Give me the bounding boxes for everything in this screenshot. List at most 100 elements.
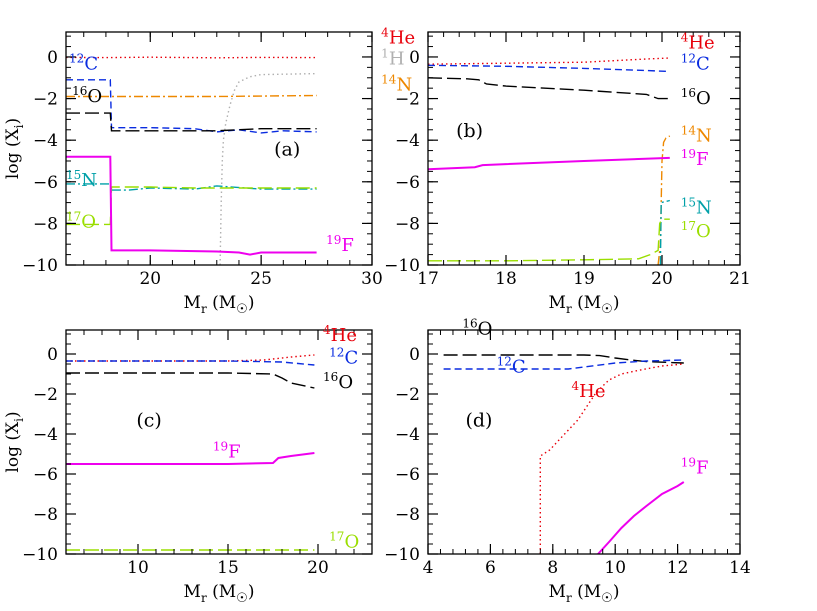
series-label-17O: 17O xyxy=(66,210,96,233)
y-tick-label: −8 xyxy=(395,505,420,525)
y-tick-label: −6 xyxy=(33,173,58,193)
series-label-4He: 4He xyxy=(681,30,715,53)
plot-frame xyxy=(65,329,373,555)
series-line-1H xyxy=(219,72,317,265)
y-tick-label: −10 xyxy=(22,256,58,276)
series-line-4He xyxy=(66,354,315,362)
series-label-17O: 17O xyxy=(329,529,359,552)
y-tick-label: −2 xyxy=(33,385,58,405)
series-line-16O xyxy=(443,354,684,364)
y-tick-label: −10 xyxy=(384,545,420,565)
y-tick-label: −4 xyxy=(395,131,420,151)
x-tick-label: 17 xyxy=(417,269,439,289)
x-tick-label: 8 xyxy=(547,558,558,578)
series-line-12C xyxy=(66,79,317,134)
series-line-4He xyxy=(428,57,670,65)
x-tick-label: 4 xyxy=(423,558,434,578)
series-line-19F xyxy=(428,156,670,171)
y-tick-label: −2 xyxy=(395,385,420,405)
series-label-19F: 19F xyxy=(681,455,709,478)
series-line-12C xyxy=(428,64,670,73)
series-label-19F: 19F xyxy=(213,440,241,463)
series-label-15N: 15N xyxy=(66,168,97,191)
x-tick-label: 20 xyxy=(139,269,161,289)
x-tick-label: 30 xyxy=(361,269,383,289)
x-tick-label: 6 xyxy=(485,558,496,578)
x-tick-label: 10 xyxy=(127,558,149,578)
series-line-4He xyxy=(539,363,684,554)
series-label-15N: 15N xyxy=(681,196,712,219)
series-label-4He: 4He xyxy=(381,26,415,49)
y-tick-label: −10 xyxy=(384,256,420,276)
series-line-12C xyxy=(66,360,315,366)
y-axis-label: log (Xi) xyxy=(3,118,26,179)
y-tick-label: −8 xyxy=(395,214,420,234)
series-label-16O: 16O xyxy=(72,84,102,107)
y-tick-label: 0 xyxy=(47,48,58,68)
series-label-16O: 16O xyxy=(323,370,353,393)
y-tick-label: −4 xyxy=(33,425,58,445)
y-tick-label: −8 xyxy=(33,214,58,234)
plot-frame xyxy=(427,329,741,555)
series-label-16O: 16O xyxy=(681,86,711,109)
y-tick-label: −6 xyxy=(395,465,420,485)
series-line-4He xyxy=(66,56,317,59)
series-label-17O: 17O xyxy=(681,219,711,242)
series-line-19F xyxy=(597,481,685,554)
series-line-16O xyxy=(66,112,317,132)
series-label-1H: 1H xyxy=(381,47,404,70)
x-tick-label: 12 xyxy=(667,558,689,578)
panel-label: (b) xyxy=(456,120,483,142)
series-line-19F xyxy=(66,452,315,465)
y-tick-label: −2 xyxy=(33,90,58,110)
x-tick-label: 20 xyxy=(651,269,673,289)
series-label-16O: 16O xyxy=(462,316,492,339)
x-tick-label: 19 xyxy=(573,269,595,289)
y-tick-label: −6 xyxy=(395,173,420,193)
series-label-12C: 12C xyxy=(329,346,358,369)
series-label-4He: 4He xyxy=(572,379,606,402)
series-label-4He: 4He xyxy=(323,323,357,346)
x-tick-label: 18 xyxy=(495,269,517,289)
series-line-15N xyxy=(66,183,317,191)
plot-frame xyxy=(65,31,373,266)
x-tick-label: 15 xyxy=(217,558,239,578)
x-tick-label: 20 xyxy=(307,558,329,578)
series-line-17O xyxy=(66,186,317,226)
panel-label: (a) xyxy=(274,138,300,160)
y-tick-label: −10 xyxy=(22,545,58,565)
x-tick-label: 25 xyxy=(250,269,272,289)
series-line-14N xyxy=(66,94,317,98)
x-tick-label: 21 xyxy=(729,269,751,289)
x-tick-label: 10 xyxy=(604,558,626,578)
x-tick-label: 14 xyxy=(729,558,751,578)
y-tick-label: 0 xyxy=(47,345,58,365)
series-line-15N xyxy=(659,199,670,265)
series-line-17O xyxy=(428,218,670,262)
x-axis-label: Mr (M☉) xyxy=(549,293,620,317)
panel-label: (c) xyxy=(136,409,161,431)
x-axis-label: Mr (M☉) xyxy=(184,293,255,317)
series-label-14N: 14N xyxy=(681,124,712,147)
y-tick-label: 0 xyxy=(409,345,420,365)
y-tick-label: −4 xyxy=(395,425,420,445)
x-axis-label: Mr (M☉) xyxy=(549,582,620,606)
y-tick-label: 0 xyxy=(409,48,420,68)
y-tick-label: −2 xyxy=(395,90,420,110)
panel-label: (d) xyxy=(465,409,492,431)
series-label-12C: 12C xyxy=(681,51,710,74)
y-tick-label: −6 xyxy=(33,465,58,485)
series-label-19F: 19F xyxy=(326,233,354,256)
y-tick-label: −4 xyxy=(33,131,58,151)
series-line-16O xyxy=(66,372,315,389)
series-label-14N: 14N xyxy=(381,72,412,95)
y-axis-label: log (Xi) xyxy=(3,411,26,472)
series-line-16O xyxy=(428,77,670,100)
series-label-12C: 12C xyxy=(497,355,526,378)
